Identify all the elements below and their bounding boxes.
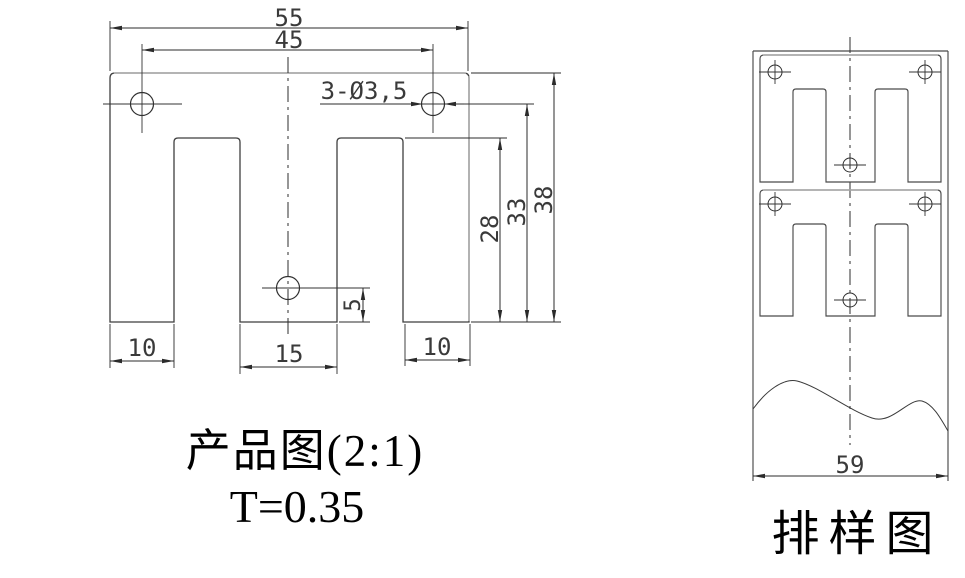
dim-label-5: 5	[341, 298, 366, 311]
dim-label-33: 33	[503, 198, 531, 227]
hole-top-left	[103, 44, 182, 133]
part-outline	[109, 72, 470, 323]
dim-label-59: 59	[836, 451, 865, 479]
dim-label-10-left: 10	[128, 334, 157, 362]
dim-label-28: 28	[476, 215, 504, 244]
nested-part-1-holes	[759, 60, 941, 173]
dim-right-leg-width: 10	[404, 324, 471, 366]
hole-center-bottom	[262, 275, 370, 301]
product-view-title: 产品图(2:1)	[186, 426, 424, 476]
dim-overall-width: 55	[109, 4, 469, 71]
dim-hole-spacing: 45	[142, 26, 433, 54]
dim-label-38: 38	[530, 186, 558, 215]
product-view: 55 45 3-Ø3,5 38 33 28	[103, 4, 561, 532]
dim-center-hole-offset: 5	[339, 288, 370, 323]
strip-break-wave	[752, 380, 949, 432]
dim-holes-note: 3-Ø3,5	[320, 77, 464, 107]
dim-left-leg-width: 10	[109, 324, 175, 368]
dim-center-leg-width: 15	[239, 324, 338, 374]
nesting-view: 59 排样图	[752, 37, 949, 561]
hole-top-right	[394, 44, 534, 133]
nested-part-2-holes	[759, 192, 941, 308]
product-thickness-label: T=0.35	[230, 481, 365, 532]
dim-hole-height: 33	[503, 104, 531, 322]
dim-label-55: 55	[275, 4, 304, 32]
dim-label-10-right: 10	[423, 333, 452, 361]
dim-strip-width: 59	[753, 451, 948, 479]
dim-slot-depth: 28	[405, 137, 507, 322]
nesting-view-title: 排样图	[771, 508, 942, 561]
dim-label-45: 45	[275, 26, 304, 54]
dim-label-15: 15	[275, 340, 304, 368]
dim-overall-height: 38	[471, 72, 561, 323]
holes-note-label: 3-Ø3,5	[321, 77, 408, 105]
